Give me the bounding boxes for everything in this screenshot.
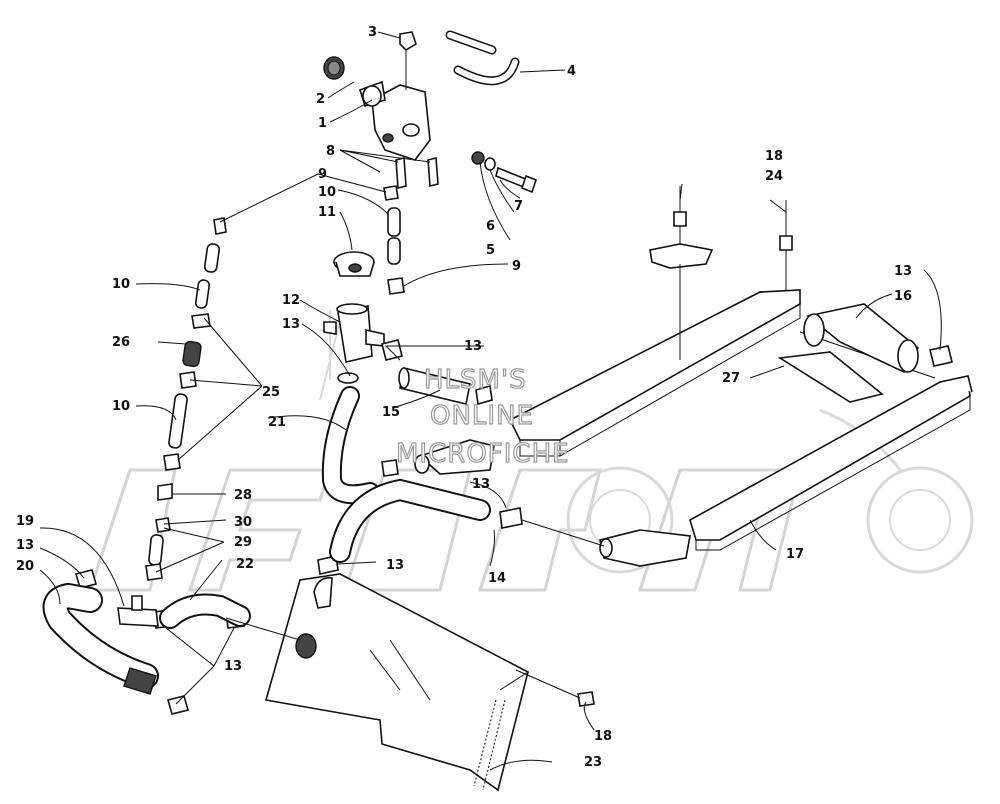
callout-11: 11 — [318, 205, 336, 220]
hose-part-15 — [398, 367, 471, 405]
callout-16: 16 — [894, 289, 912, 304]
watermark-line-1: HLSM'S — [424, 365, 527, 395]
callout-13-right: 13 — [894, 264, 912, 279]
callout-17: 17 — [786, 547, 804, 562]
callout-20: 20 — [16, 559, 34, 574]
callout-23: 23 — [584, 755, 602, 770]
washer-part-6 — [484, 157, 496, 171]
callout-9-top: 9 — [318, 167, 327, 182]
callout-5: 5 — [486, 243, 495, 258]
bolt-part-7 — [495, 166, 537, 194]
vent-hose-part-4 — [445, 30, 520, 86]
callout-13-mid: 13 — [472, 477, 490, 492]
fitting-part-3 — [399, 31, 417, 90]
callout-18-lower: 18 — [594, 729, 612, 744]
watermark-text: HLSM'S ONLINE MICROFICHE — [395, 364, 570, 469]
callout-13-center: 13 — [464, 339, 482, 354]
tee-fitting-part-19 — [117, 595, 159, 627]
hose-clamps — [75, 339, 953, 715]
hose-column-left — [145, 217, 227, 581]
callout-28: 28 — [234, 488, 252, 503]
cap-part-2 — [323, 56, 345, 80]
callout-26: 26 — [112, 335, 130, 350]
callout-18-top: 18 — [765, 149, 783, 164]
callout-27: 27 — [722, 371, 740, 386]
callout-15: 15 — [382, 405, 400, 420]
heat-exchanger-part-17 — [508, 289, 973, 551]
callout-4: 4 — [567, 64, 576, 79]
watermark-line-2: ONLINE — [430, 401, 534, 431]
callout-30: 30 — [234, 515, 252, 530]
callout-13-radiator: 13 — [386, 558, 404, 573]
callout-12: 12 — [282, 293, 300, 308]
radiator-cap-part-11 — [333, 251, 375, 277]
callout-13-left: 13 — [16, 538, 34, 553]
callout-19: 19 — [16, 514, 34, 529]
overflow-bottle-bracket — [359, 80, 431, 161]
washer-part-5 — [471, 151, 485, 165]
callout-13-cap: 13 — [282, 317, 300, 332]
callout-2: 2 — [316, 92, 325, 107]
callout-8: 8 — [326, 144, 335, 159]
bleeder-screw-lower — [515, 669, 595, 707]
callout-13-lower: 13 — [224, 659, 242, 674]
hose-part-14 — [329, 478, 491, 563]
callout-1: 1 — [318, 116, 327, 131]
callout-29: 29 — [234, 535, 252, 550]
callout-10-top: 10 — [318, 185, 336, 200]
hose-part-22 — [159, 593, 251, 629]
tube-fitting-center — [414, 439, 691, 567]
watermark-line-3: MICROFICHE — [396, 439, 570, 469]
callout-3: 3 — [368, 25, 377, 40]
callout-24: 24 — [765, 169, 783, 184]
bleeder-screw-part-18 — [649, 186, 714, 360]
callout-10-mid: 10 — [112, 277, 130, 292]
callout-25: 25 — [262, 385, 280, 400]
filler-neck-part-12 — [323, 303, 385, 363]
leader-lines — [39, 31, 942, 771]
radiator-part-23 — [264, 573, 529, 792]
callout-21: 21 — [268, 415, 286, 430]
hose-part-21 — [321, 386, 380, 505]
callout-14: 14 — [488, 571, 506, 586]
callout-22: 22 — [236, 557, 254, 572]
fitting-part-8 — [395, 156, 439, 190]
callout-6: 6 — [486, 219, 495, 234]
bleeder-screw-part-24 — [779, 200, 793, 290]
callout-9-right: 9 — [512, 259, 521, 274]
callout-labels: 3 4 2 1 8 7 6 5 9 10 11 9 10 12 13 26 13… — [16, 25, 912, 770]
hose-part-16 — [803, 303, 920, 374]
hose-column-right — [383, 185, 405, 295]
callout-7: 7 — [514, 199, 523, 214]
callout-10-low: 10 — [112, 399, 130, 414]
